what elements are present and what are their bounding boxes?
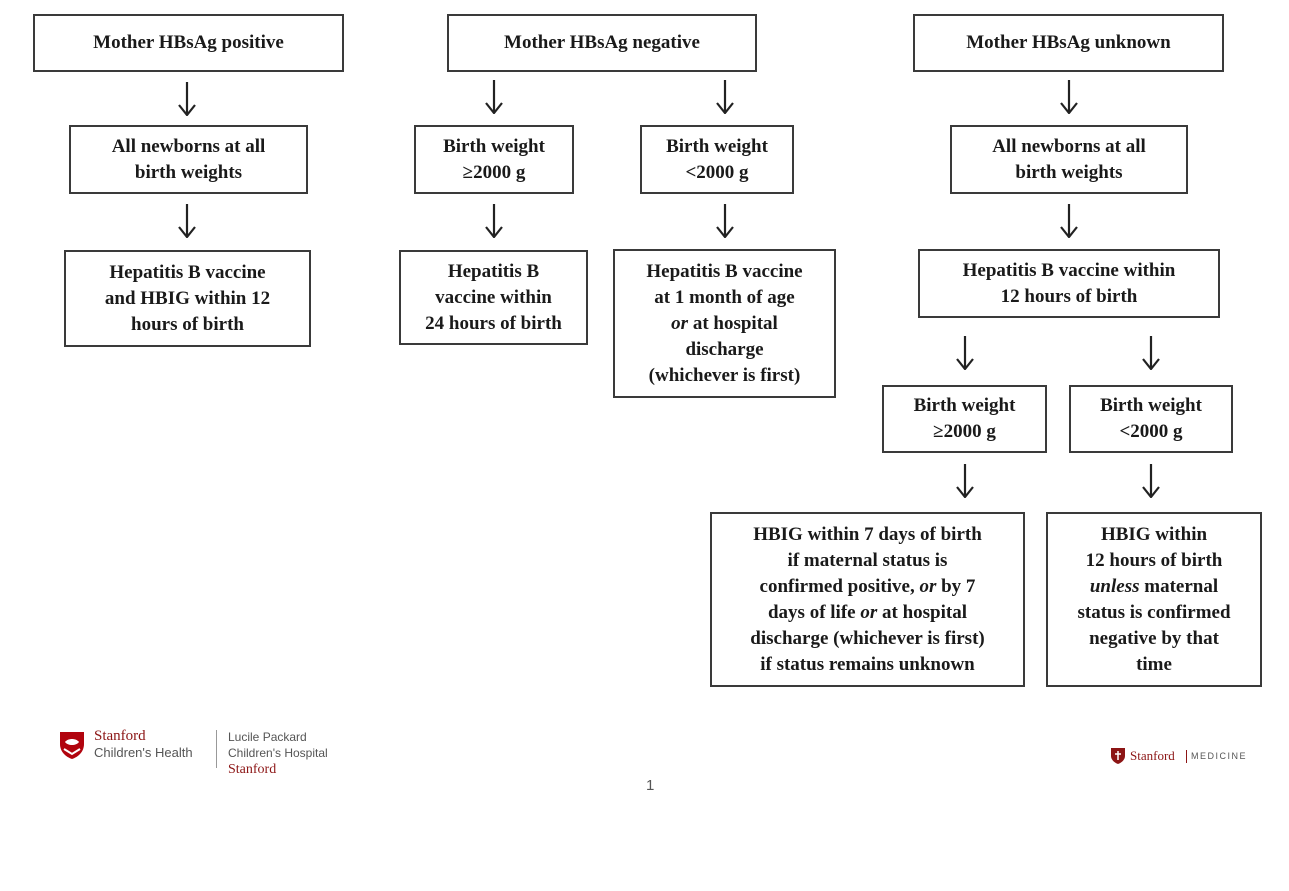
arrow-down-icon (484, 204, 504, 238)
arrow-down-icon (177, 82, 197, 116)
positive-action-line: Hepatitis B vaccine (109, 261, 266, 283)
negative-action-low-line: or at hospital (646, 311, 802, 337)
header-mother-negative: Mother HBsAg negative (447, 14, 757, 72)
negative-action-low-box: Hepatitis B vaccine at 1 month of age or… (613, 249, 836, 398)
negative-weight-high-line: Birth weight (443, 135, 545, 157)
italic-unless: unless (1089, 575, 1140, 597)
negative-action-high-box: Hepatitis B vaccine within 24 hours of b… (399, 250, 588, 345)
lpch-line2: Children's Hospital (228, 746, 328, 760)
negative-action-high-line: 24 hours of birth (425, 312, 562, 334)
medicine-divider (1186, 750, 1187, 763)
medicine-brand: Stanford (1130, 748, 1175, 763)
unknown-population-line: birth weights (1015, 161, 1123, 183)
stanford-medicine-shield-icon (1110, 747, 1126, 765)
arrow-down-icon (715, 204, 735, 238)
positive-action-box: Hepatitis B vaccine and HBIG within 12 h… (64, 250, 311, 347)
unknown-action-high-fragment: by 7 (936, 575, 976, 597)
header-positive-text: Mother HBsAg positive (93, 32, 284, 53)
unknown-action-low-line: 12 hours of birth (1085, 549, 1223, 571)
positive-action-line: hours of birth (131, 313, 244, 335)
positive-population-line: All newborns at all (111, 135, 266, 157)
italic-or: or (671, 312, 689, 334)
unknown-action-low-line: HBIG within (1100, 523, 1208, 545)
unknown-action-low-line: status is confirmed (1077, 601, 1231, 623)
arrow-down-icon (955, 464, 975, 498)
header-negative-text: Mother HBsAg negative (504, 32, 700, 53)
unknown-action-high-line: if status remains unknown (760, 653, 975, 675)
negative-action-low-line: (whichever is first) (648, 364, 801, 386)
scch-name-line2: Children's Health (94, 745, 193, 760)
medicine-word: MEDICINE (1191, 751, 1248, 761)
unknown-action-low-fragment: maternal (1139, 575, 1219, 597)
unknown-weight-low-box: Birth weight <2000 g (1069, 385, 1233, 453)
unknown-population-line: All newborns at all (992, 135, 1146, 157)
unknown-weight-high-line: ≥2000 g (933, 421, 996, 442)
unknown-action-high-fragment: confirmed positive, (759, 575, 920, 597)
negative-weight-low-box: Birth weight <2000 g (640, 125, 794, 194)
negative-action-low-line: at 1 month of age (654, 286, 795, 308)
unknown-vaccine-box: Hepatitis B vaccine within 12 hours of b… (918, 249, 1220, 318)
negative-action-high-line: vaccine within (435, 286, 552, 308)
unknown-action-high-fragment: days of life (767, 601, 861, 623)
unknown-action-high-line: discharge (whichever is first) (750, 627, 985, 649)
negative-weight-low-line: <2000 g (685, 161, 749, 183)
arrow-down-icon (1059, 80, 1079, 114)
unknown-action-low-line: time (1136, 653, 1172, 675)
negative-action-low-line: discharge (685, 338, 764, 360)
unknown-action-high-line: HBIG within 7 days of birth (753, 523, 982, 545)
header-unknown-text: Mother HBsAg unknown (966, 32, 1171, 53)
unknown-action-high-line: days of life or at hospital (750, 600, 984, 626)
arrow-down-icon (955, 336, 975, 370)
scch-name-line1: Stanford (94, 728, 146, 744)
stanford-childrens-health-logo: Stanford Children's Health Lucile Packar… (58, 728, 358, 788)
positive-population-box: All newborns at all birth weights (69, 125, 308, 194)
unknown-action-high-line: if maternal status is (787, 549, 948, 571)
unknown-vaccine-line: Hepatitis B vaccine within (962, 259, 1176, 281)
unknown-population-box: All newborns at all birth weights (950, 125, 1188, 194)
unknown-action-high-line: confirmed positive, or by 7 (750, 574, 984, 600)
page-number: 1 (646, 777, 655, 794)
unknown-weight-low-line: <2000 g (1119, 421, 1183, 442)
negative-action-low-fragment: at hospital (688, 312, 778, 334)
negative-action-low-line: Hepatitis B vaccine (646, 260, 803, 282)
arrow-down-icon (484, 80, 504, 114)
arrow-down-icon (715, 80, 735, 114)
unknown-action-high-fragment: at hospital (877, 601, 967, 623)
arrow-down-icon (1059, 204, 1079, 238)
negative-weight-low-line: Birth weight (666, 135, 768, 157)
lpch-line1: Lucile Packard (228, 730, 307, 744)
negative-weight-high-line: ≥2000 g (462, 161, 526, 183)
unknown-action-low-line: unless maternal (1077, 574, 1230, 600)
header-mother-unknown: Mother HBsAg unknown (913, 14, 1224, 72)
footer-divider (216, 730, 217, 768)
negative-action-high-line: Hepatitis B (447, 260, 540, 282)
unknown-vaccine-line: 12 hours of birth (1000, 285, 1138, 307)
unknown-action-low-line: negative by that (1089, 627, 1219, 649)
unknown-weight-low-line: Birth weight (1100, 395, 1202, 416)
scch-shield-icon (58, 730, 86, 760)
header-mother-positive: Mother HBsAg positive (33, 14, 344, 72)
unknown-action-high-box: HBIG within 7 days of birth if maternal … (710, 512, 1025, 687)
positive-population-line: birth weights (134, 161, 243, 183)
arrow-down-icon (177, 204, 197, 238)
arrow-down-icon (1141, 464, 1161, 498)
stanford-medicine-logo: Stanford MEDICINE (1110, 746, 1270, 768)
positive-action-line: and HBIG within 12 (104, 287, 271, 309)
italic-or: or (860, 601, 878, 623)
unknown-action-low-box: HBIG within 12 hours of birth unless mat… (1046, 512, 1262, 687)
unknown-weight-high-box: Birth weight ≥2000 g (882, 385, 1047, 453)
negative-weight-high-box: Birth weight ≥2000 g (414, 125, 574, 194)
arrow-down-icon (1141, 336, 1161, 370)
unknown-weight-high-line: Birth weight (913, 395, 1016, 416)
lpch-line3: Stanford (228, 762, 277, 777)
italic-or: or (919, 575, 937, 597)
